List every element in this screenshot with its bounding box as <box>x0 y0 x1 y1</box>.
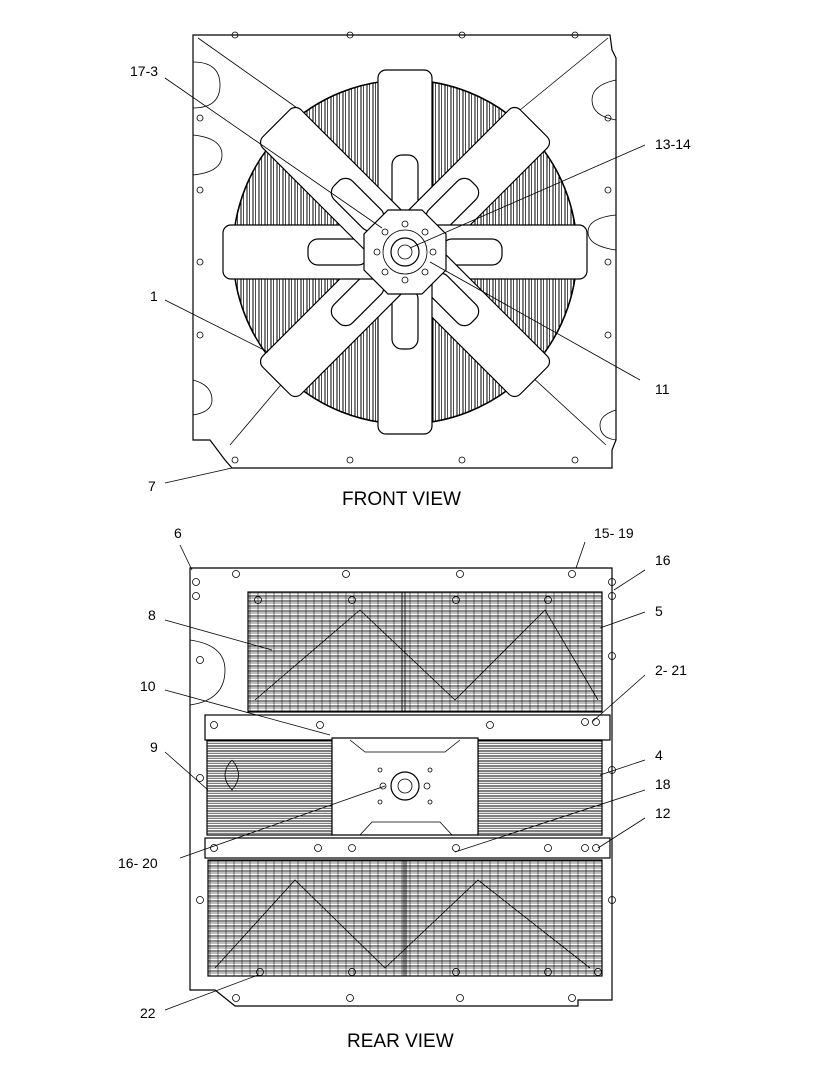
front-brace-bl <box>229 379 286 446</box>
callout-7: 7 <box>148 478 156 494</box>
leader-11 <box>429 261 641 381</box>
front-left-cutout-2 <box>192 134 223 176</box>
callout-11: 11 <box>655 381 670 397</box>
rear-view-title: REAR VIEW <box>347 1031 454 1052</box>
hose-clip <box>224 759 239 791</box>
middle-crossbar <box>204 714 611 741</box>
callout-6: 6 <box>174 525 182 541</box>
front-view-title: FRONT VIEW <box>342 489 461 510</box>
leader-5 <box>599 611 646 629</box>
front-left-cutout-3 <box>192 379 213 416</box>
leader-2-21 <box>591 674 646 723</box>
front-right-cutout-3 <box>599 409 617 441</box>
callout-2-21: 2- 21 <box>655 662 687 678</box>
callout-17-3: 17-3 <box>130 63 158 79</box>
hub-bore <box>397 244 413 260</box>
lower-core-right-half <box>405 859 603 977</box>
rear-left-cutout <box>189 639 226 706</box>
callout-4: 4 <box>655 747 663 763</box>
leader-13-14 <box>409 144 646 249</box>
leader-15-19 <box>575 541 586 569</box>
callout-9: 9 <box>150 739 158 755</box>
callout-16: 16 <box>655 552 671 568</box>
callout-12: 12 <box>655 805 671 821</box>
bracket-bolt <box>377 767 383 773</box>
callout-8: 8 <box>148 607 156 623</box>
leader-16-20 <box>179 785 386 859</box>
lower-core-left-half <box>207 859 405 977</box>
bracket-bottom-flange <box>359 821 453 836</box>
rear-frame-plate <box>189 567 613 1007</box>
hub-flange <box>382 229 428 275</box>
bracket-top-flange <box>349 739 461 753</box>
rear-view: 6 15- 19 16 8 5 10 2- 21 9 4 18 12 16- 2… <box>118 525 687 1052</box>
leader-9 <box>164 751 209 791</box>
fan-drive-bracket <box>331 737 479 836</box>
bracket-bolt <box>427 767 433 773</box>
fan-blades <box>222 69 588 435</box>
callout-5: 5 <box>655 603 663 619</box>
lower-crossbar <box>204 837 611 859</box>
callout-10: 10 <box>140 678 156 694</box>
callout-13-14: 13-14 <box>655 136 691 152</box>
leader-17-3 <box>164 77 383 229</box>
front-view: 17-3 13-14 1 11 7 FRONT VIEW <box>130 31 691 510</box>
front-brace-br <box>529 374 607 446</box>
hub-bolts <box>373 220 437 284</box>
callout-1: 1 <box>150 288 158 304</box>
bracket-bolt <box>427 799 433 805</box>
front-brace-tr <box>519 37 609 111</box>
middle-core-right <box>477 739 603 836</box>
lower-core-shroud-outline <box>214 879 591 969</box>
upper-core-right-half <box>404 591 603 713</box>
upper-core <box>247 591 603 713</box>
leader-10 <box>164 689 331 736</box>
callout-18: 18 <box>655 776 671 792</box>
middle-core-left <box>206 739 333 836</box>
rear-frame-bolts <box>192 570 616 1002</box>
leader-18 <box>454 789 646 853</box>
front-right-cutout-2 <box>587 214 617 251</box>
bracket-bolt <box>379 782 387 790</box>
leader-12 <box>597 817 646 849</box>
front-shroud-plate <box>192 34 617 469</box>
front-left-cutout-1 <box>192 61 221 109</box>
fan-hub <box>363 209 447 295</box>
leader-22 <box>164 974 259 1011</box>
hub-center <box>390 237 420 267</box>
callout-22: 22 <box>140 1005 156 1021</box>
front-frame-bolts <box>196 31 612 464</box>
leader-6 <box>179 544 193 571</box>
callout-15-19: 15- 19 <box>594 525 634 541</box>
front-right-cutout-1 <box>591 79 617 121</box>
drive-pulley-bore <box>397 778 413 794</box>
upper-core-shroud-outline <box>254 609 599 701</box>
leader-16 <box>613 569 646 591</box>
bracket-bolt <box>423 782 431 790</box>
leader-8 <box>164 619 273 651</box>
leader-4 <box>599 759 646 776</box>
drive-pulley <box>390 771 420 801</box>
leader-7 <box>164 467 233 484</box>
upper-core-left-half <box>247 591 403 713</box>
callout-16-20: 16- 20 <box>118 855 158 871</box>
bracket-bolt <box>377 799 383 805</box>
lower-core <box>207 859 603 977</box>
leader-1 <box>164 299 269 353</box>
front-brace-tl <box>197 37 301 111</box>
